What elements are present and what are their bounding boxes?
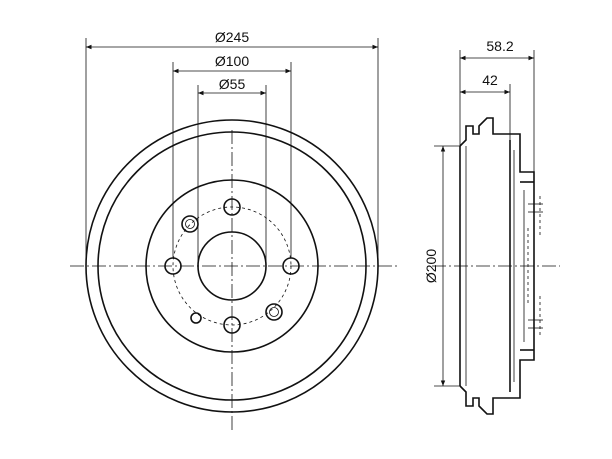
front-view: [70, 119, 398, 430]
small-hole: [190, 312, 202, 324]
side-profile-lower: [459, 322, 535, 415]
braking-diameter-label: Ø200: [423, 249, 439, 283]
front-dimensions: Ø245 Ø100 Ø55: [85, 29, 379, 266]
side-dimensions: 58.2 42 Ø200: [423, 38, 535, 387]
bore-diameter-label: Ø55: [219, 76, 246, 92]
pin-hole-lower-right: [265, 303, 283, 321]
side-profile-upper: [459, 117, 535, 210]
drum-depth-label: 42: [482, 72, 498, 88]
pin-hole-upper-left: [181, 215, 199, 233]
hub-flange-circle: [145, 179, 319, 353]
side-view: [432, 117, 560, 415]
inner-rim-circle: [97, 131, 367, 401]
bolt-hole-bottom: [223, 316, 241, 334]
pcd-diameter-label: Ø100: [215, 53, 249, 69]
overall-width-label: 58.2: [486, 38, 513, 54]
pitch-circle: [172, 206, 292, 326]
bolt-hole-top: [223, 198, 241, 216]
outer-diameter-label: Ø245: [215, 29, 249, 45]
